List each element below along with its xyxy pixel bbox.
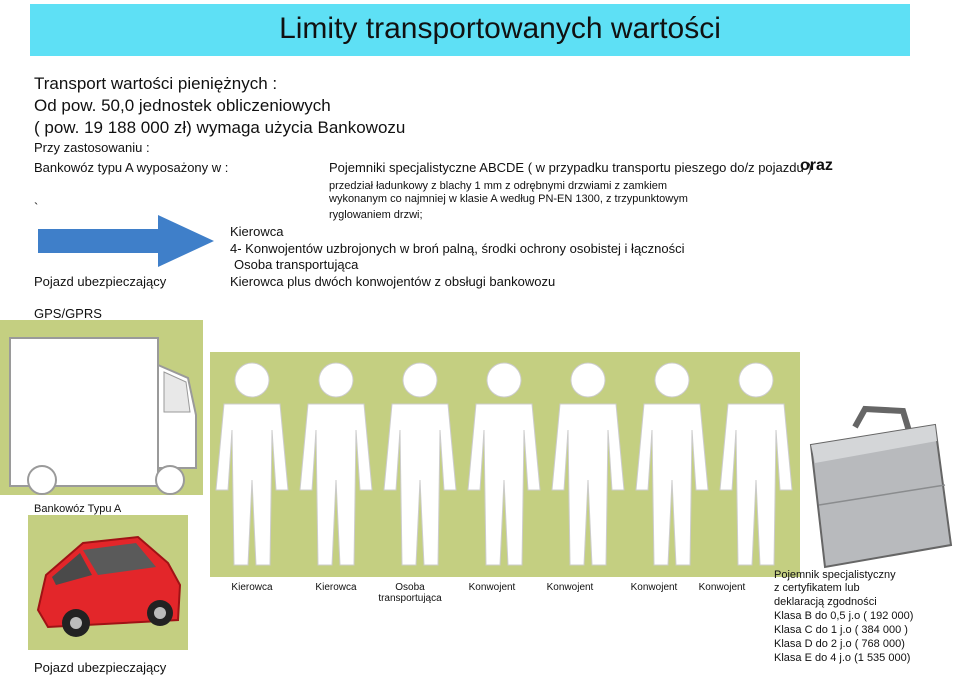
backtick: ` [34, 200, 39, 215]
person-label: Konwojent [698, 582, 746, 593]
container-class: Klasa C do 1 j.o ( 384 000 ) [774, 624, 908, 636]
guard-person-icon [635, 362, 709, 566]
person-label: Konwojent [630, 582, 678, 593]
person-label: Kierowca [315, 582, 357, 593]
container-class: Klasa D do 2 j.o ( 768 000) [774, 638, 905, 650]
escort-crew: Kierowca plus dwóch konwojentów z obsług… [230, 274, 556, 289]
transporting-person-icon [383, 362, 457, 566]
car-icon [36, 535, 182, 637]
person-label: Konwojent [468, 582, 516, 593]
truck-icon [9, 337, 197, 495]
crew-guards: 4- Konwojentów uzbrojonych w broń palną,… [230, 241, 685, 256]
car-caption: Pojazd ubezpieczający [34, 660, 167, 675]
oraz-text: oraz [800, 157, 833, 174]
intro-line-4: Przy zastosowaniu : [34, 140, 150, 155]
intro-line-1: Transport wartości pieniężnych : [34, 74, 278, 93]
equipment-line-3: wykonanym co najmniej w klasie A według … [329, 193, 688, 205]
container-line-2: z certyfikatem lub [774, 582, 860, 594]
equipment-line-1: Pojemniki specjalistyczne ABCDE ( w przy… [329, 160, 812, 175]
container-class: Klasa E do 4 j.o (1 535 000) [774, 652, 911, 664]
container-line-1: Pojemnik specjalistyczny [774, 569, 896, 581]
crew-person: Osoba transportująca [234, 257, 359, 272]
guard-person-icon [719, 362, 793, 566]
person-label: Osoba transportująca [378, 582, 442, 604]
guard-person-icon [551, 362, 625, 566]
briefcase-icon [809, 405, 953, 569]
gps-label: GPS/GPRS [34, 306, 102, 321]
intro-line-3: ( pow. 19 188 000 zł) wymaga użycia Bank… [34, 118, 406, 137]
person-label: Kierowca [231, 582, 273, 593]
container-class: Klasa B do 0,5 j.o ( 192 000) [774, 610, 914, 622]
driver-person-icon [299, 362, 373, 566]
intro-line-2: Od pow. 50,0 jednostek obliczeniowych [34, 96, 331, 115]
truck-caption: Bankowóz Typu A [34, 503, 122, 515]
driver-person-icon [215, 362, 289, 566]
container-line-3: deklaracją zgodności [774, 596, 877, 608]
guard-person-icon [467, 362, 541, 566]
arrow-right-icon [38, 215, 214, 267]
equipment-line-2: przedział ładunkowy z blachy 1 mm z odrę… [329, 180, 668, 192]
equipment-line-4: ryglowaniem drzwi; [329, 209, 423, 221]
page-title: Limity transportowanych wartości [279, 12, 721, 45]
escort-label: Pojazd ubezpieczający [34, 274, 167, 289]
crew-driver: Kierowca [230, 224, 284, 239]
title-bar: Limity transportowanych wartości [30, 4, 910, 56]
bankowoz-label: Bankowóz typu A wyposażony w : [34, 160, 229, 175]
person-label: Konwojent [546, 582, 594, 593]
